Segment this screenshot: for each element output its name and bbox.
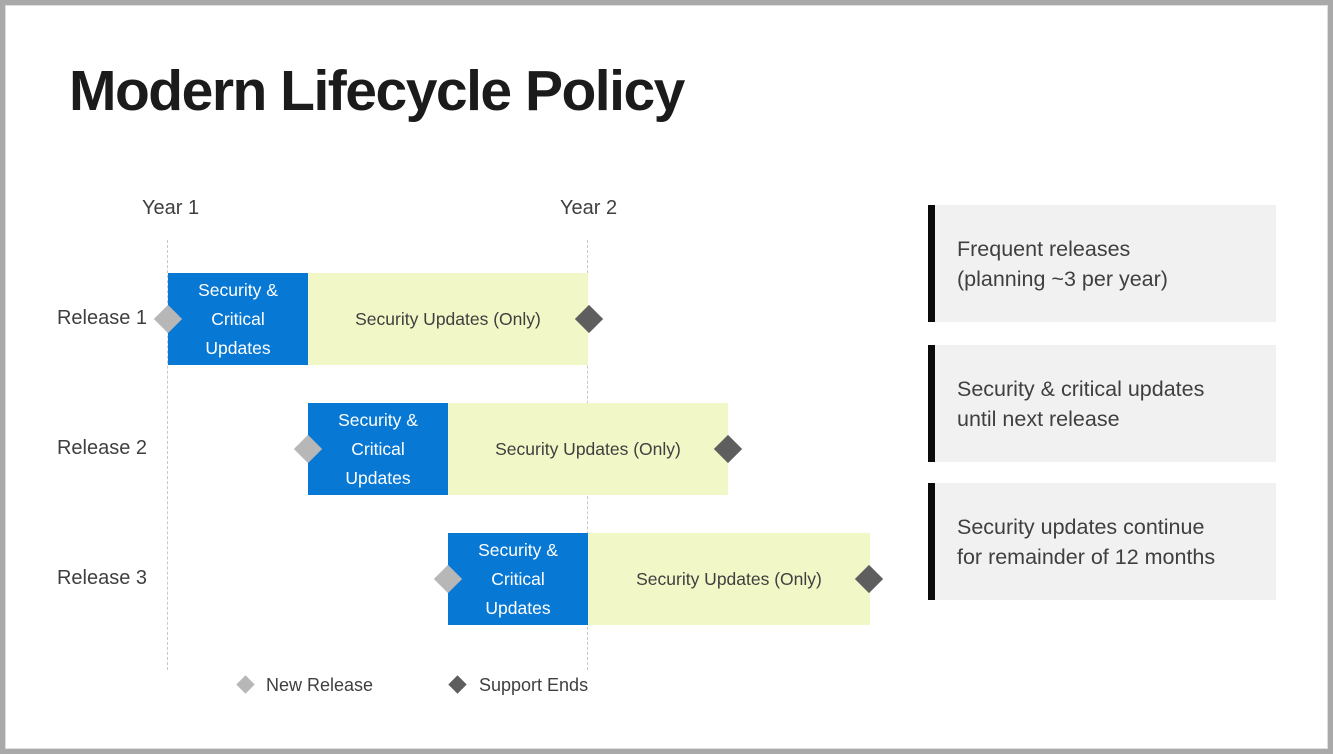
callout-frequent-releases: Frequent releases (planning ~3 per year): [928, 205, 1276, 322]
support-ends-diamond-icon: [448, 675, 467, 694]
legend-support-ends-label: Support Ends: [479, 675, 589, 695]
year-1-label: Year 1: [142, 197, 200, 219]
bar-label: Security & Critical Updates: [198, 279, 278, 358]
callout-line: Frequent releases: [957, 236, 1131, 261]
bar-label: Security & Critical Updates: [338, 409, 418, 488]
release-1-label: Release 1: [56, 307, 147, 329]
release-1-security-updates-bar: Security Updates (Only): [308, 273, 588, 365]
callout-security-updates-continue: Security updates continue for remainder …: [928, 483, 1276, 600]
bar-label: Security Updates (Only): [495, 438, 681, 459]
callout-line: Security updates continue: [957, 514, 1205, 539]
release-3-security-updates-bar: Security Updates (Only): [588, 533, 870, 625]
callout-line: (planning ~3 per year): [957, 266, 1168, 291]
release-3-critical-updates-bar: Security & Critical Updates: [448, 533, 588, 625]
slide-title: Modern Lifecycle Policy: [69, 59, 685, 123]
release-2-critical-updates-bar: Security & Critical Updates: [308, 403, 448, 495]
legend-new-release-label: New Release: [266, 675, 374, 695]
year-1-gridline: [167, 240, 168, 670]
callout-line: Security & critical updates: [957, 376, 1205, 401]
year-2-label: Year 2: [560, 197, 618, 219]
release-1-critical-updates-bar: Security & Critical Updates: [168, 273, 308, 365]
release-2-security-updates-bar: Security Updates (Only): [448, 403, 728, 495]
new-release-diamond-icon: [236, 675, 255, 694]
release-3-label: Release 3: [56, 567, 147, 589]
callout-line: for remainder of 12 months: [957, 544, 1216, 569]
bar-label: Security Updates (Only): [636, 568, 822, 589]
callout-security-critical-updates: Security & critical updates until next r…: [928, 345, 1276, 462]
release-2-label: Release 2: [56, 437, 147, 459]
bar-label: Security Updates (Only): [355, 308, 541, 329]
callout-line: until next release: [957, 406, 1120, 431]
bar-label: Security & Critical Updates: [478, 539, 558, 618]
